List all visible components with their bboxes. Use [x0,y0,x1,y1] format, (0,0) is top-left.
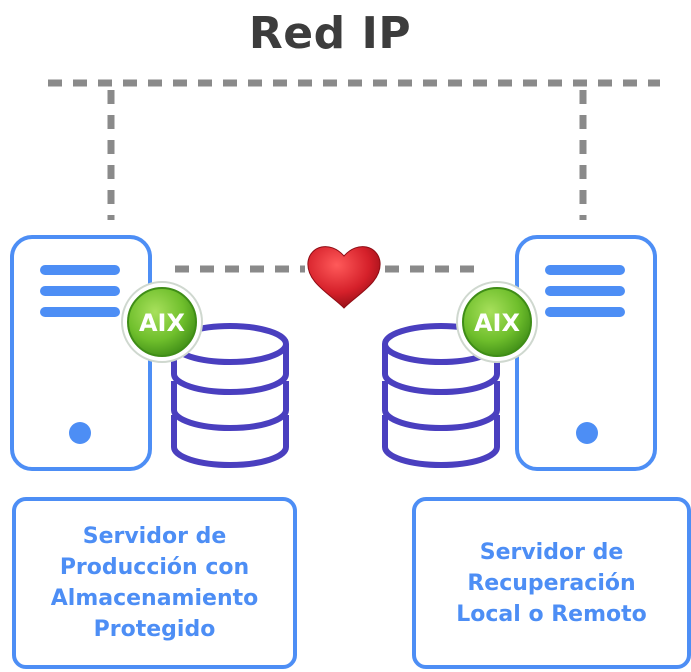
aix-badge-icon-recovery: AIX [456,281,538,363]
aix-badge-icon-production: AIX [121,281,203,363]
aix-badge-label: AIX [474,309,521,337]
aix-badge-label: AIX [139,309,186,337]
network-lines [48,79,660,273]
heart-icon [307,246,381,309]
production-server-icon [10,235,152,471]
recovery-label-box: Servidor de Recuperación Local o Remoto [412,497,691,669]
network-title: Red IP [248,8,412,59]
production-database-icon [171,323,289,468]
production-server-label: Servidor de Producción con Almacenamient… [50,524,259,642]
recovery-server-icon [515,235,657,471]
production-label-box: Servidor de Producción con Almacenamient… [12,497,297,669]
recovery-server-label: Servidor de Recuperación Local o Remoto [456,539,647,627]
